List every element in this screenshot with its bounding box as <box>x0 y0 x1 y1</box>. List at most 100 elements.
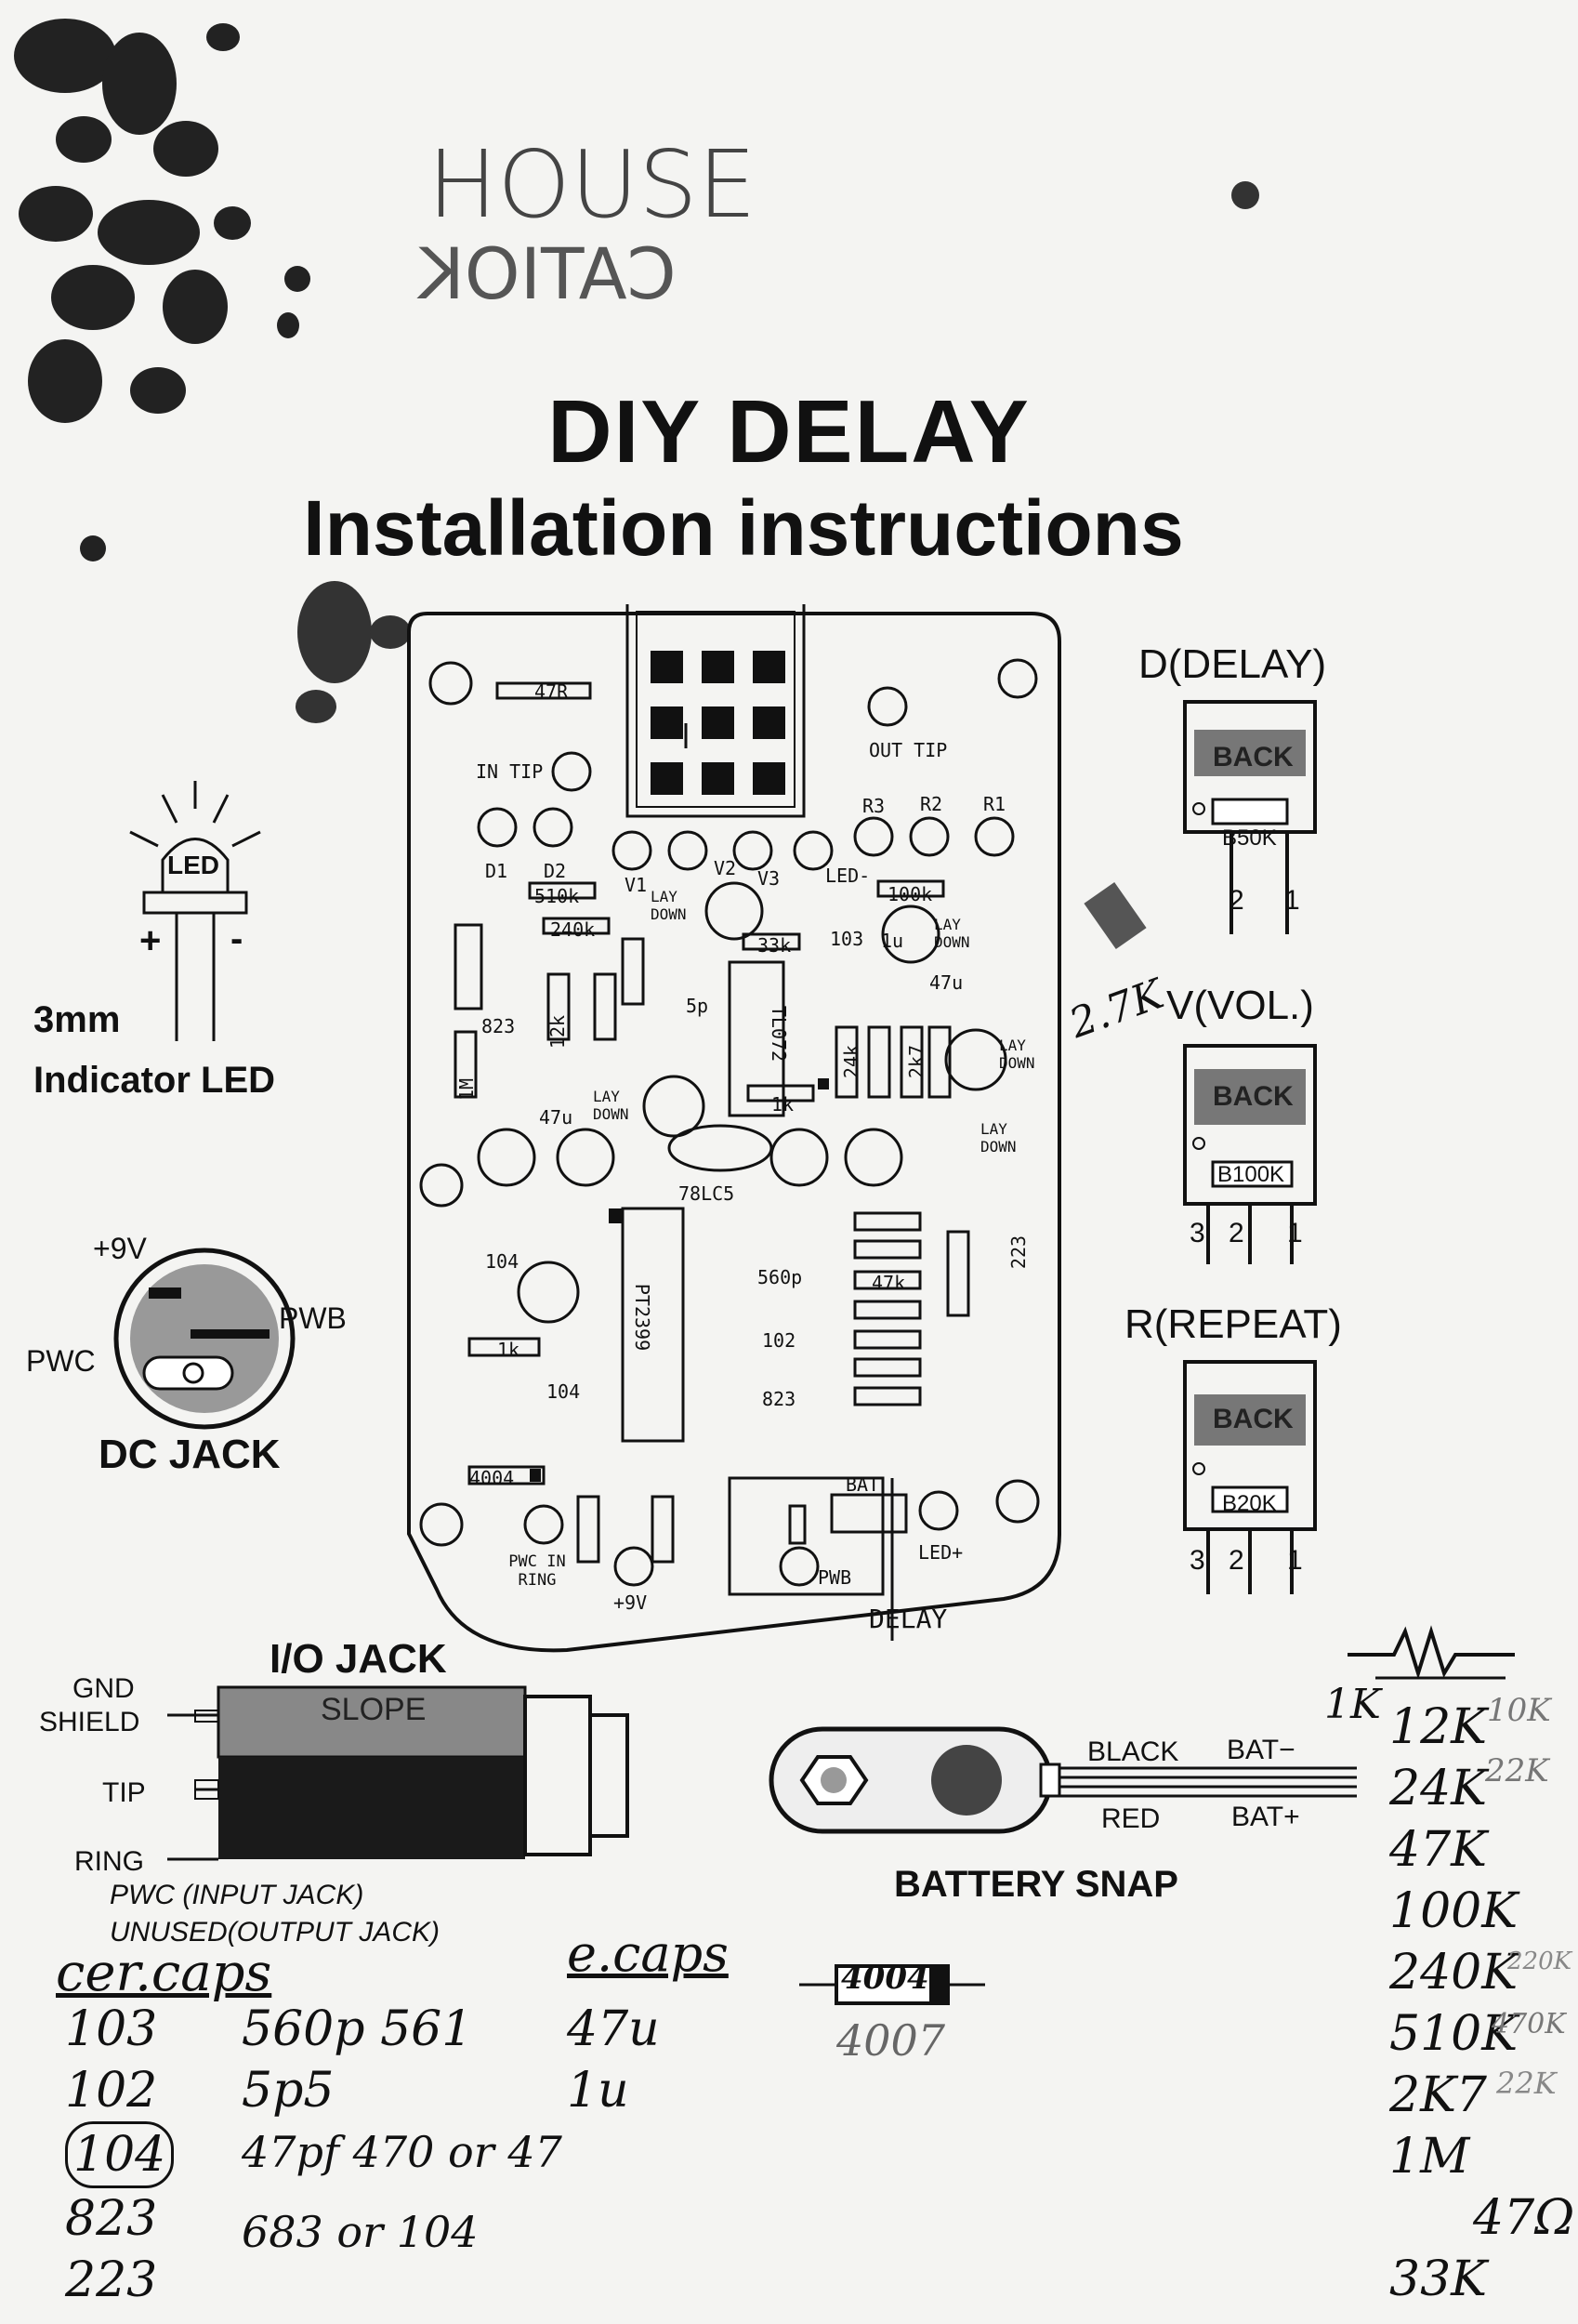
pot-repeat-value: B20K <box>1222 1491 1277 1516</box>
pcb-label-v2: V2 <box>714 857 737 879</box>
notes-diode: 4004 <box>841 1960 929 1997</box>
pot-repeat-caption: R(REPEAT) <box>1124 1301 1342 1347</box>
cer-cap-alt-item: 47pf 470 or 47 <box>242 2127 562 2177</box>
pcb-label-r2: R2 <box>920 793 943 815</box>
pot-repeat-pin-3: 3 <box>1190 1545 1205 1576</box>
resistor-item: 100K <box>1389 1883 1519 1939</box>
notes-e-caps-heading: e.caps <box>567 1924 729 1983</box>
cer-cap-item: 223 <box>65 2252 158 2308</box>
notes-cer-caps-heading: cer.caps <box>56 1943 272 2003</box>
pot-repeat-pin-1: 1 <box>1287 1545 1303 1576</box>
dc-jack-9v: +9V <box>93 1232 147 1265</box>
dc-jack-diagram <box>113 1248 296 1430</box>
notes-e-caps-list: 47u 1u <box>567 1999 660 2121</box>
pcb-label-in-tip: IN TIP <box>476 760 544 783</box>
led-diagram <box>129 781 261 1041</box>
pcb-label-47r: 47R <box>534 680 569 703</box>
pcb-label-510k: 510k <box>534 885 580 907</box>
io-jack-pwc: PWC (INPUT JACK) <box>110 1880 364 1910</box>
notes-resistor-sketch <box>1348 1625 1515 1680</box>
pcb-label-r3: R3 <box>862 795 886 817</box>
pcb-label-pt2399: PT2399 <box>631 1283 654 1352</box>
io-jack-slope: SLOPE <box>321 1692 427 1727</box>
pcb-label-9v: +9V <box>613 1591 648 1614</box>
cer-cap-item: 104 <box>65 2121 175 2188</box>
pcb-label-lay-down-5: LAY DOWN <box>980 1120 1017 1155</box>
pcb-label-lay-down-3: LAY DOWN <box>593 1088 629 1123</box>
pcb-label-24k: 24k <box>840 1044 863 1079</box>
resistor-item: 510K <box>1389 2006 1519 2062</box>
resistor-item: 47K <box>1389 1822 1488 1878</box>
resistor-item: 2K7 <box>1389 2067 1488 2123</box>
resistor-item: 12K <box>1389 1699 1488 1755</box>
dc-jack-caption: DC JACK <box>99 1432 281 1477</box>
led-chip-label: LED <box>167 851 219 879</box>
pcb-label-104-b: 104 <box>546 1380 581 1403</box>
cer-cap-alt-item: 5p5 <box>242 2063 335 2119</box>
pot-vol-value: B100K <box>1217 1162 1285 1187</box>
io-jack-diagram <box>167 1685 629 1861</box>
pcb-label-lay-down-1: LAY DOWN <box>651 888 687 923</box>
pcb-label-pwb: PWB <box>818 1566 852 1589</box>
pcb-label-104-a: 104 <box>485 1250 519 1273</box>
pcb-label-102: 102 <box>762 1329 796 1352</box>
pcb-label-240k: 240k <box>550 918 596 941</box>
notes-resistor-alt-22k-b: 22K <box>1496 2066 1557 2101</box>
pcb-label-out-tip: OUT TIP <box>869 739 948 761</box>
pcb-label-bat: BAT <box>846 1473 880 1496</box>
notes-resistor-alt-10k: 10K <box>1487 1692 1551 1729</box>
battery-red: RED <box>1101 1803 1161 1834</box>
pot-vol-pin-3: 3 <box>1190 1218 1205 1248</box>
cer-cap-alt-item: 560p 561 <box>242 2001 473 2057</box>
notes-resistor-alt-220k: 220K <box>1507 1948 1572 1975</box>
pot-vol <box>1183 1044 1317 1264</box>
sketch-resistor-icon <box>1084 881 1147 950</box>
notes-resistors-list: 12K 24K 47K 100K 240K 510K 2K7 1M 47Ω 33… <box>1389 1697 1574 2310</box>
pcb-label-1m: 1M <box>455 1077 479 1102</box>
pcb-label-d2: D2 <box>544 860 567 882</box>
pcb-label-47u-b: 47u <box>539 1106 573 1129</box>
pcb-label-led-minus: LED- <box>825 865 871 887</box>
pcb-board <box>407 604 1061 1653</box>
handwritten-house: HOUSE <box>427 130 756 239</box>
pot-delay-pin-2: 2 <box>1229 885 1244 916</box>
pcb-label-823a: 823 <box>481 1015 516 1037</box>
page-subtitle: Installation instructions <box>303 484 1184 572</box>
e-cap-item: 47u <box>567 2001 660 2057</box>
notes-cer-caps-list: 103 102 104 823 223 <box>65 1999 175 2311</box>
pcb-label-lay-down-4: LAY DOWN <box>999 1037 1035 1072</box>
io-jack-unused: UNUSED(OUTPUT JACK) <box>110 1917 441 1948</box>
resistor-item: 33K <box>1389 2251 1488 2307</box>
page-title: DIY DELAY <box>547 382 1031 482</box>
pot-delay-pin-1: 1 <box>1284 885 1300 916</box>
battery-caption: BATTERY SNAP <box>894 1864 1178 1905</box>
ink-splatter <box>14 19 310 561</box>
pcb-label-delay: DELAY <box>869 1604 948 1634</box>
pcb-label-103: 103 <box>830 928 864 950</box>
pcb-label-560p: 560p <box>757 1266 803 1288</box>
cer-cap-item: 823 <box>65 2191 158 2247</box>
notes-resistors-1k: 1K <box>1324 1681 1381 1728</box>
ink-dot <box>1231 181 1259 209</box>
io-jack-shield: SHIELD <box>39 1707 140 1737</box>
pcb-label-v3: V3 <box>757 867 781 890</box>
io-jack-caption: I/O JACK <box>270 1636 447 1682</box>
pot-vol-pin-2: 2 <box>1229 1218 1244 1248</box>
led-minus: - <box>230 918 243 959</box>
ink-smudge <box>296 581 411 723</box>
pcb-label-1k-b: 1k <box>497 1339 520 1361</box>
pcb-label-100k: 100k <box>888 883 933 905</box>
pcb-label-5p: 5p <box>686 995 709 1017</box>
pcb-label-lay-down-2: LAY DOWN <box>934 916 970 951</box>
led-caption: Indicator LED <box>33 1060 276 1101</box>
pot-repeat-back: BACK <box>1213 1404 1294 1434</box>
pcb-label-pwc-in-ring: PWC IN RING <box>508 1552 566 1590</box>
battery-black: BLACK <box>1087 1736 1179 1767</box>
io-jack-tip: TIP <box>102 1777 146 1808</box>
pot-repeat-pin-2: 2 <box>1229 1545 1244 1576</box>
pot-vol-pin-1: 1 <box>1287 1218 1303 1248</box>
dc-jack-pwc: PWC <box>26 1344 96 1378</box>
pcb-label-4004: 4004 <box>469 1467 515 1489</box>
battery-bat-minus: BAT− <box>1227 1735 1295 1765</box>
pcb-label-78lc5: 78LC5 <box>678 1182 735 1205</box>
